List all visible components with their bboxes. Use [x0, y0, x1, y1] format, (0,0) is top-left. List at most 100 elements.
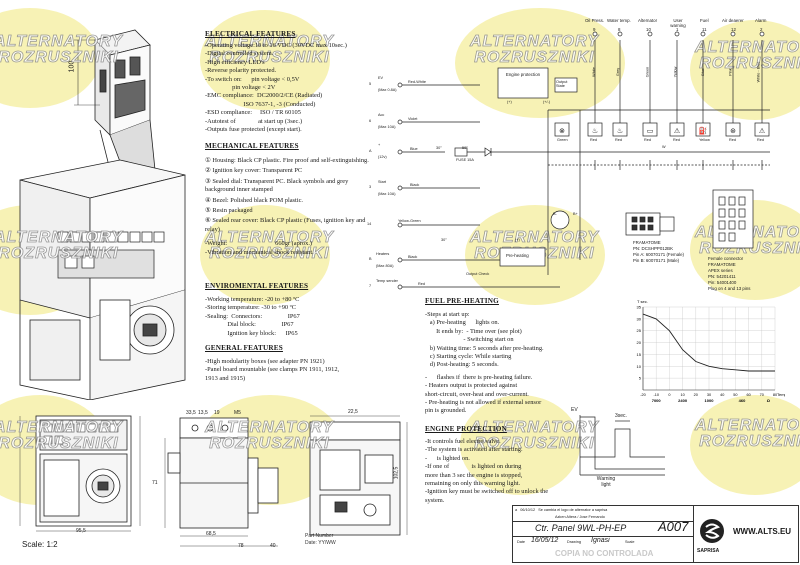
input-name: Acc	[378, 113, 385, 117]
environmental-features-title: ENVIROMENTAL FEATURES	[205, 282, 309, 290]
watermark-blob	[690, 395, 800, 495]
plus-sign: (+)	[515, 238, 520, 242]
lamp-color: Red	[757, 138, 764, 142]
angle-30b: 30°	[441, 238, 447, 242]
chart-ohm-tick: 7000	[652, 398, 662, 403]
watermark-blob	[455, 8, 625, 118]
timing-3sec: 3sec.	[615, 413, 627, 419]
input-wire: Black	[410, 183, 420, 187]
lamp-color: Red	[644, 138, 651, 142]
wire-color: Green	[645, 66, 650, 78]
dimension-13-5: 13,5	[198, 410, 208, 416]
top-label-air-deaerer: Air deaerer	[722, 18, 744, 23]
chart-x-tick: 40	[720, 393, 724, 397]
lamp-color: Green	[557, 138, 568, 142]
dimension-95-5: 95,5	[76, 528, 86, 534]
pin-number: 1	[676, 27, 679, 32]
drawing-code: A007	[658, 519, 689, 534]
svg-text:⚠: ⚠	[759, 127, 766, 135]
chart-ohm-tick: 1000	[705, 398, 715, 403]
chart-ohm-tick: Ω	[767, 398, 771, 403]
wire-color: White - Blue	[756, 61, 761, 83]
connector-drawing-left	[625, 212, 675, 236]
svg-text:⚠: ⚠	[674, 127, 681, 135]
input-pin: 14	[367, 222, 372, 226]
drawing-title: Ctr. Panel 9WL-PH-EP	[535, 523, 627, 533]
top-label-fuel: Fuel	[700, 18, 709, 23]
module-rear-view	[309, 415, 408, 536]
date-label: Date	[517, 540, 526, 544]
chart-y-tick: 20	[637, 340, 642, 345]
input-wire: Blue	[410, 147, 418, 151]
svg-text:♨: ♨	[592, 127, 598, 135]
module-side-view	[164, 417, 279, 547]
input-name: Start	[378, 180, 387, 184]
chart-y-label: T sec.	[637, 299, 648, 304]
chart-x-tick: 20	[694, 393, 698, 397]
input-rating: (Max 10A)	[378, 125, 396, 129]
svg-text:⛽: ⛽	[699, 126, 708, 135]
title-block: a 06/10/12 Se cambia el logo de alternat…	[512, 505, 799, 563]
pin-number: 2	[760, 27, 763, 32]
connector-info-left: FRAMATOME PN: DCSHPP012BK Pin A: 6007017…	[633, 240, 685, 263]
pin-number: 11	[702, 27, 707, 32]
dimension-19: 19	[214, 410, 220, 416]
svg-text:▭: ▭	[647, 127, 654, 135]
input-rating: (Max 10A)	[378, 192, 396, 196]
input-pin: 5	[369, 82, 372, 86]
fuel-preheating-title: FUEL PRE-HEATING	[425, 297, 499, 305]
input-pin: A	[369, 149, 372, 153]
pin-number: 8	[618, 27, 621, 32]
input-name: Temp sender	[376, 279, 398, 283]
w-label: W	[662, 145, 666, 149]
lamp-color: Red	[729, 138, 736, 142]
dimension-40: 40	[270, 543, 276, 549]
dimension-102-5: 102,5	[393, 466, 400, 480]
chart-x-tick: 0	[668, 393, 670, 397]
drawer-name: Ignasi	[591, 537, 610, 544]
output-state-label: Output State	[556, 80, 568, 88]
module-isometric-drawing	[19, 29, 186, 400]
output-check-label: Output Check	[466, 272, 490, 276]
pin-number: 12	[731, 27, 736, 32]
date-value: 16/05/12	[531, 537, 559, 544]
part-number-label: Part Number	[305, 533, 334, 539]
chart-y-tick: 35	[637, 305, 642, 310]
chart-x-tick: 30	[707, 393, 711, 397]
chart-ohm-tick: 460	[739, 398, 746, 403]
input-rating: (Max 80A)	[376, 264, 394, 268]
angle-50: 50°	[462, 146, 468, 150]
environmental-features-list: -Working temperature: -20 to +80 ºC -Sto…	[205, 296, 300, 337]
fuse-label: FUSE 15A	[456, 158, 474, 162]
input-wire: Red-White	[408, 80, 426, 84]
svg-text:♨: ♨	[617, 127, 623, 135]
connector-info-right: Female connector FRAMATOME APEX series P…	[708, 256, 751, 291]
lamp-color: Red	[673, 138, 680, 142]
input-name: Heaters	[376, 252, 390, 256]
drawing-label: Drawing	[567, 540, 581, 544]
input-pin: 6	[369, 119, 372, 123]
chart-x-tick: 50	[733, 393, 737, 397]
electrical-features-list: -Operating voltage:10 to 16 VDC (30VDC m…	[205, 42, 347, 134]
input-wire: Yellow-Green	[398, 219, 421, 223]
engine-protection-box-label: Engine protection	[505, 72, 541, 77]
top-label-water-temp: Water temp.	[607, 18, 631, 23]
dimension-33-5: 33,5	[186, 410, 196, 416]
connector-drawing-right	[712, 189, 754, 249]
chart-x-label: Temp ºC	[777, 392, 785, 397]
top-label-alternator: Alternator	[638, 18, 658, 23]
wire-color: Grey	[616, 67, 621, 77]
engine-protection-list: -It controls fuel electro valve. -The sy…	[425, 438, 549, 504]
svg-text:⊗: ⊗	[559, 127, 565, 135]
wiring-schematic: ⊗ ♨ ♨ ▭ ⚠ ⛽ ⊛ ⚠	[397, 31, 770, 290]
pre-heating-box-label: Pre-heating	[506, 253, 529, 258]
watermark-blob	[690, 20, 800, 120]
chart-x-tick: 80	[773, 393, 777, 397]
